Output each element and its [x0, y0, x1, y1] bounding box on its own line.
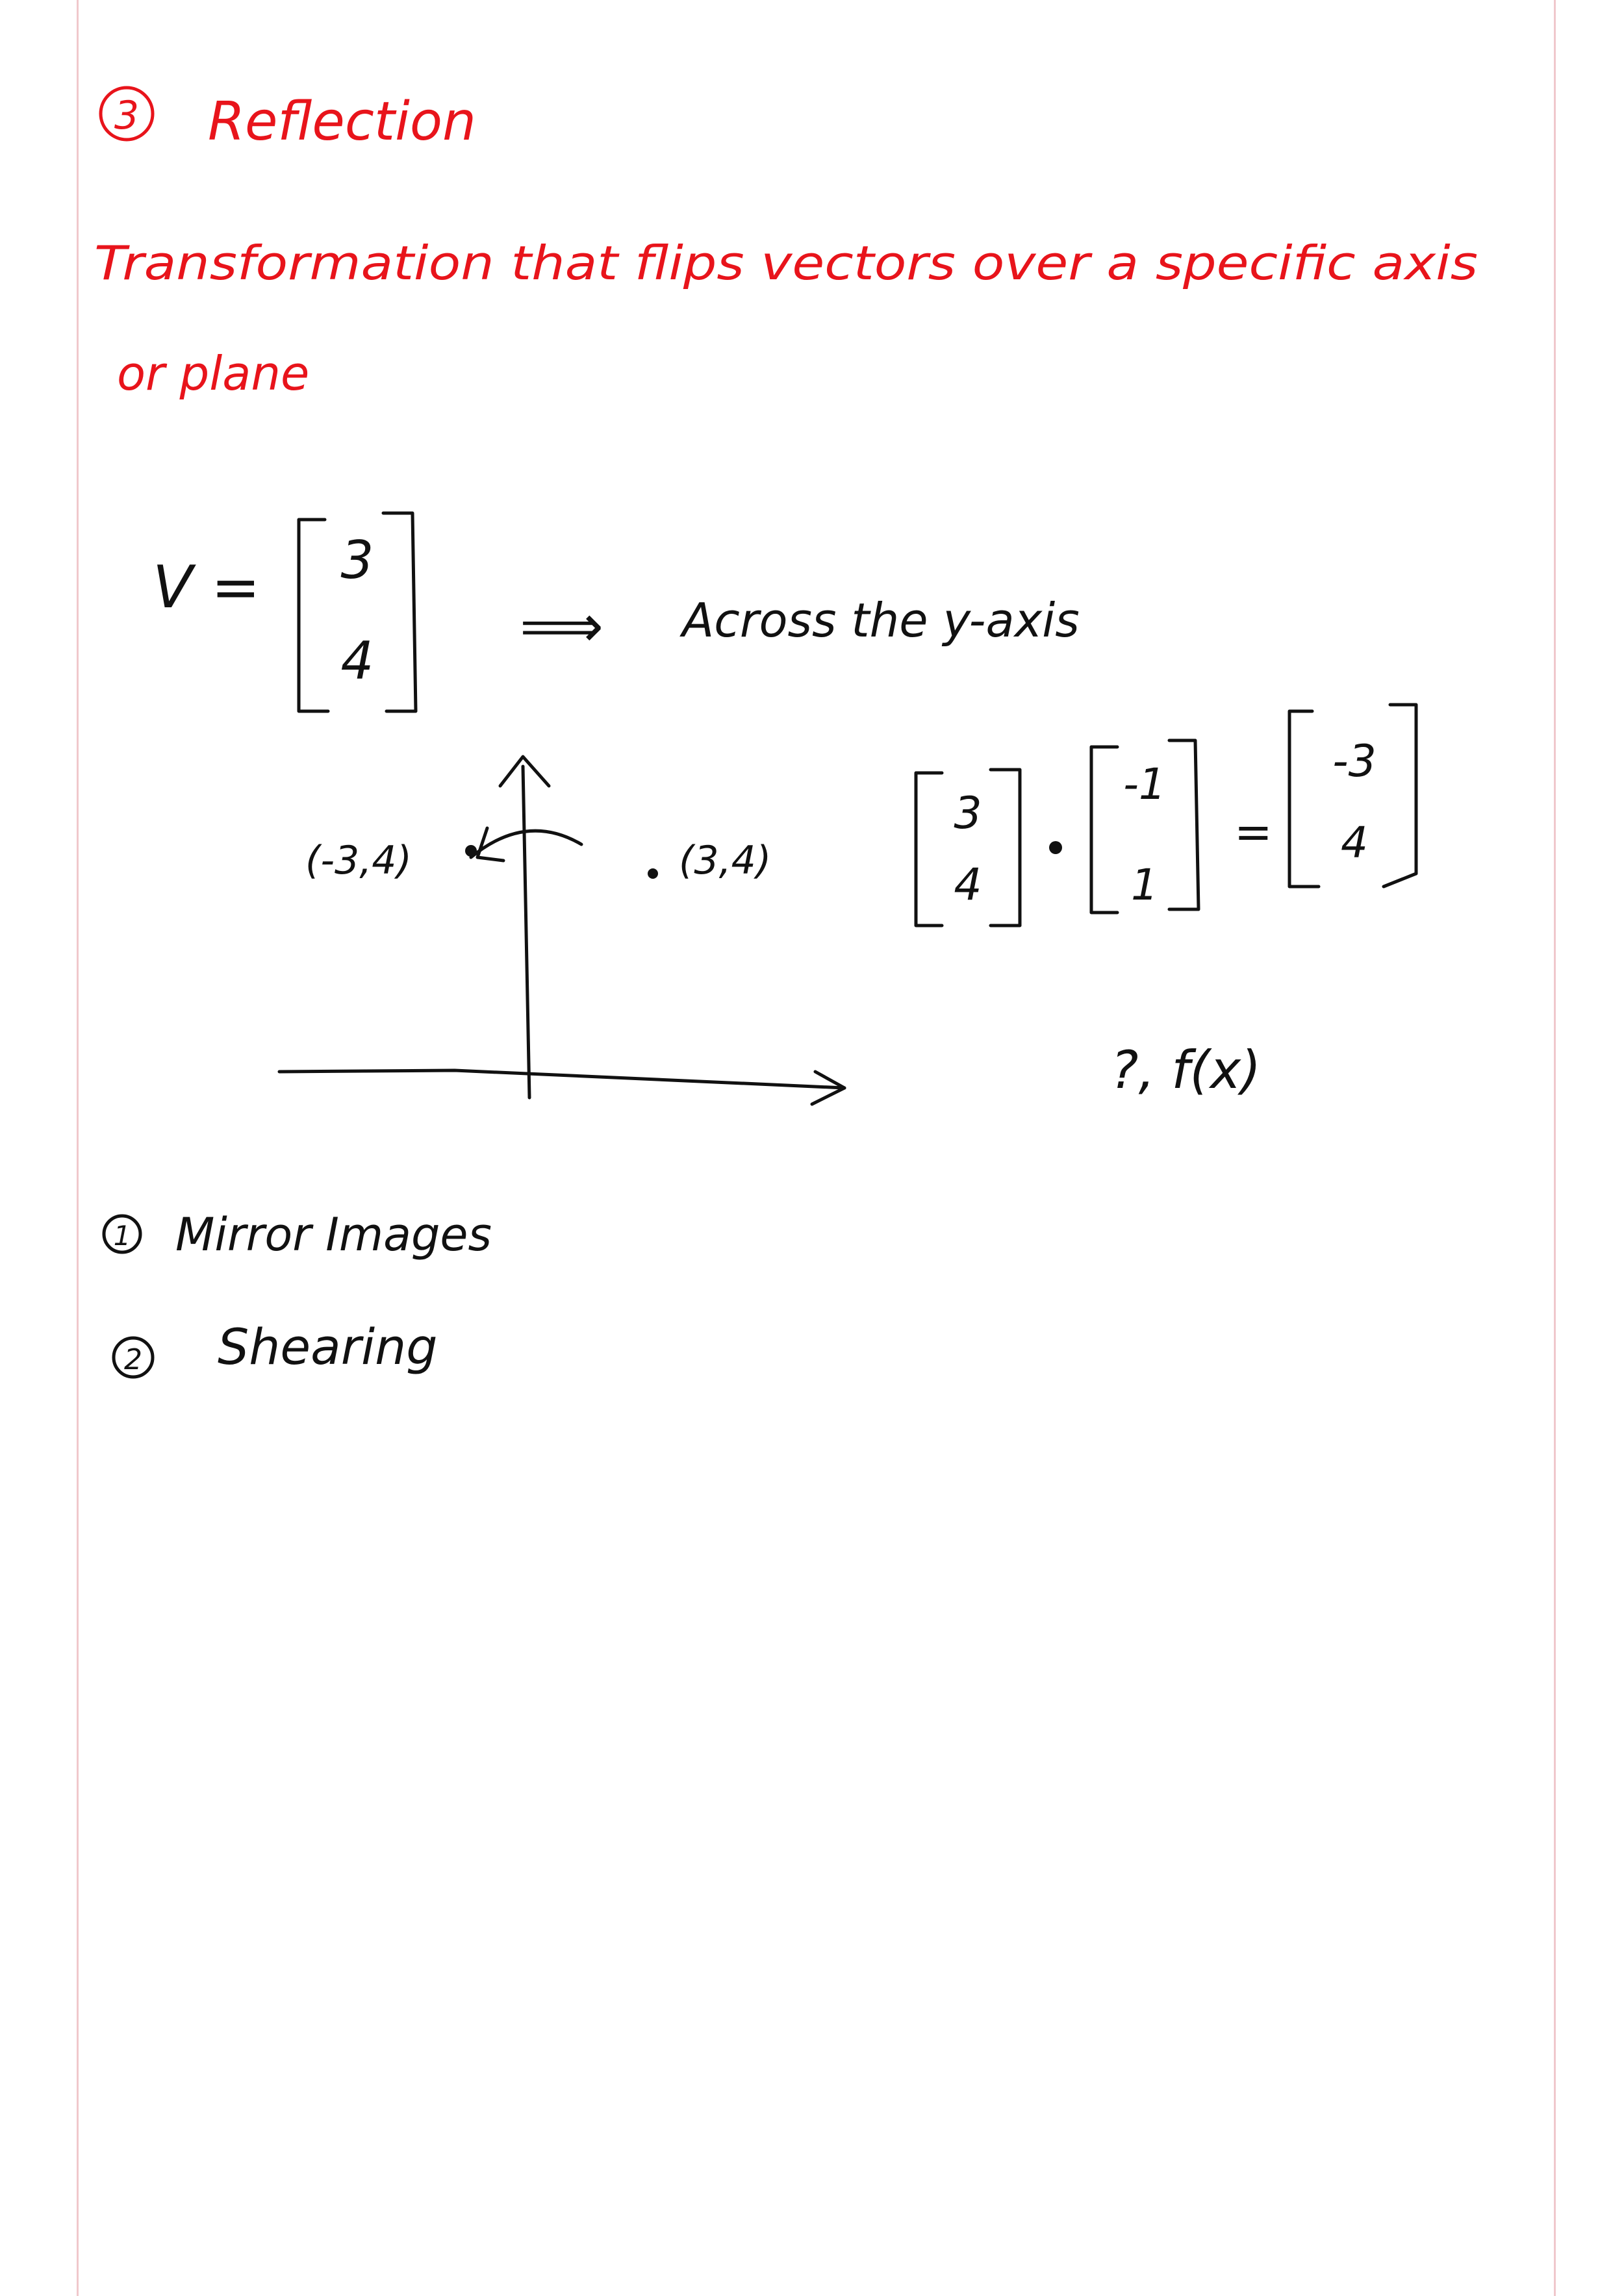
- list-number-circle: [102, 1214, 142, 1254]
- list-item-text: Shearing: [218, 1318, 438, 1376]
- vector-component-1: 3: [341, 530, 374, 590]
- vec-a-component-2: 4: [954, 859, 982, 911]
- point-right-dot: [648, 868, 658, 879]
- dot-operator: [1049, 841, 1062, 854]
- vector-right-bracket: [381, 511, 418, 713]
- definition-line-2: or plane: [117, 346, 309, 401]
- computation: 3 4 -1 1 = -3 4 ?, f(x): [914, 703, 1418, 1100]
- list-number-circle: [112, 1336, 155, 1379]
- list-item-text: Mirror Images: [175, 1208, 492, 1261]
- vector-name: V =: [153, 553, 260, 622]
- heading-title: Reflection: [208, 91, 476, 153]
- result-left-bracket: [1288, 709, 1321, 889]
- vec-a-left-bracket: [914, 771, 944, 927]
- implies-arrow: ⟹: [520, 592, 603, 661]
- list-item: 1 Mirror Images: [102, 1208, 492, 1261]
- y-axis: [521, 764, 531, 1100]
- vec-b-component-1: -1: [1123, 759, 1166, 809]
- vec-a-right-bracket: [989, 768, 1022, 927]
- heading-number: 3: [114, 93, 139, 138]
- point-right-label: (3,4): [679, 838, 771, 883]
- reflection-arc: [469, 829, 583, 859]
- heading: 3 Reflection: [99, 86, 476, 153]
- applications-list: 1 Mirror Images 2 Shearing: [102, 1208, 492, 1379]
- definition-line-1: Transformation that flips vectors over a…: [94, 236, 1478, 290]
- heading-number-circle: [99, 86, 155, 142]
- reflection-arc-arrowhead: [476, 826, 505, 863]
- equals-sign: =: [1234, 805, 1273, 859]
- point-left-dot: [465, 845, 477, 857]
- definition: Transformation that flips vectors over a…: [94, 236, 1478, 401]
- left-margin-line: [77, 0, 79, 2296]
- computation-note: ?, f(x): [1111, 1040, 1261, 1100]
- vec-b-component-2: 1: [1131, 860, 1158, 910]
- result-component-1: -3: [1332, 736, 1377, 787]
- vec-b-left-bracket: [1089, 745, 1119, 915]
- vec-b-right-bracket: [1167, 738, 1200, 911]
- vector-left-bracket: [297, 518, 330, 713]
- example-vector: V = 3 4 ⟹ Across the y-axis: [153, 511, 1080, 713]
- list-number: 1: [114, 1220, 131, 1252]
- y-axis-arrowhead: [498, 755, 551, 788]
- point-left-label: (-3,4): [305, 838, 412, 883]
- example-description: Across the y-axis: [679, 593, 1080, 648]
- result-right-bracket: [1382, 703, 1418, 889]
- list-number: 2: [124, 1343, 142, 1376]
- list-item: 2 Shearing: [112, 1318, 438, 1379]
- result-component-2: 4: [1341, 818, 1368, 868]
- x-axis: [277, 1068, 846, 1090]
- vector-component-2: 4: [341, 631, 374, 691]
- vec-a-component-1: 3: [954, 788, 982, 839]
- coordinate-graph: (-3,4) (3,4): [277, 755, 846, 1106]
- x-axis-arrowhead: [810, 1070, 846, 1106]
- right-margin-line: [1554, 0, 1556, 2296]
